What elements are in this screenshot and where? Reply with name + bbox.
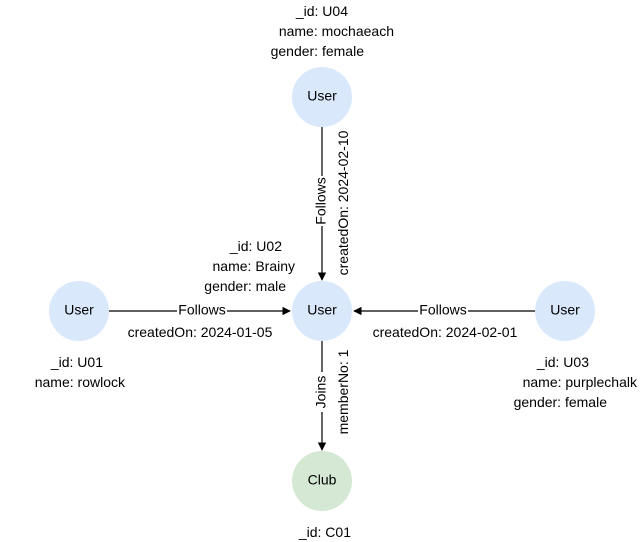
prop-line: _id: U01 [50,354,103,370]
props-u01: _id: U01 name: rowlock [35,354,126,390]
edge-label-text: Joins [313,376,329,409]
node-type-label: User [307,88,337,104]
node-type-label: User [550,302,580,318]
edge-label-text: Follows [419,302,466,318]
edge-prop-u04-u02: createdOn: 2024-02-10 [335,130,351,275]
edge-label-u03-u02: Follows [418,302,468,319]
prop-line: name: mochaeach [279,23,394,39]
prop-line: _id: U03 [536,354,589,370]
prop-line: name: rowlock [35,374,126,390]
edge-label-text: Follows [313,177,329,224]
edge-prop-u01-u02: createdOn: 2024-01-05 [128,324,273,340]
prop-line: gender: male [204,278,286,294]
node-u04[interactable]: User [292,67,352,127]
edge-prop-u02-c01: memberNo: 1 [335,349,351,434]
node-u02[interactable]: User [292,281,352,341]
props-u02: _id: U02 name: Brainy gender: male [204,238,295,294]
prop-line: name: purplechalk [523,374,638,390]
node-type-label: Club [308,472,337,488]
edge-prop-u03-u02: createdOn: 2024-02-01 [373,324,518,340]
props-u04: _id: U04 name: mochaeach gender: female [271,3,394,59]
prop-line: gender: female [271,43,365,59]
node-type-label: User [307,302,337,318]
props-c01: _id: C01 [298,524,351,540]
node-c01[interactable]: Club [292,451,352,511]
edge-label-u02-c01: Joins [313,372,330,412]
props-u03: _id: U03 name: purplechalk gender: femal… [514,354,638,410]
prop-line: _id: U04 [295,3,348,19]
edge-label-u01-u02: Follows [177,302,227,319]
node-type-label: User [64,302,94,318]
edge-label-text: Follows [178,302,225,318]
node-u01[interactable]: User [49,281,109,341]
node-u03[interactable]: User [535,281,595,341]
prop-line: name: Brainy [213,258,295,274]
prop-line: gender: female [514,394,608,410]
edge-label-u04-u02: Follows [313,176,330,226]
prop-line: _id: U02 [229,238,282,254]
prop-line: _id: C01 [298,524,351,540]
